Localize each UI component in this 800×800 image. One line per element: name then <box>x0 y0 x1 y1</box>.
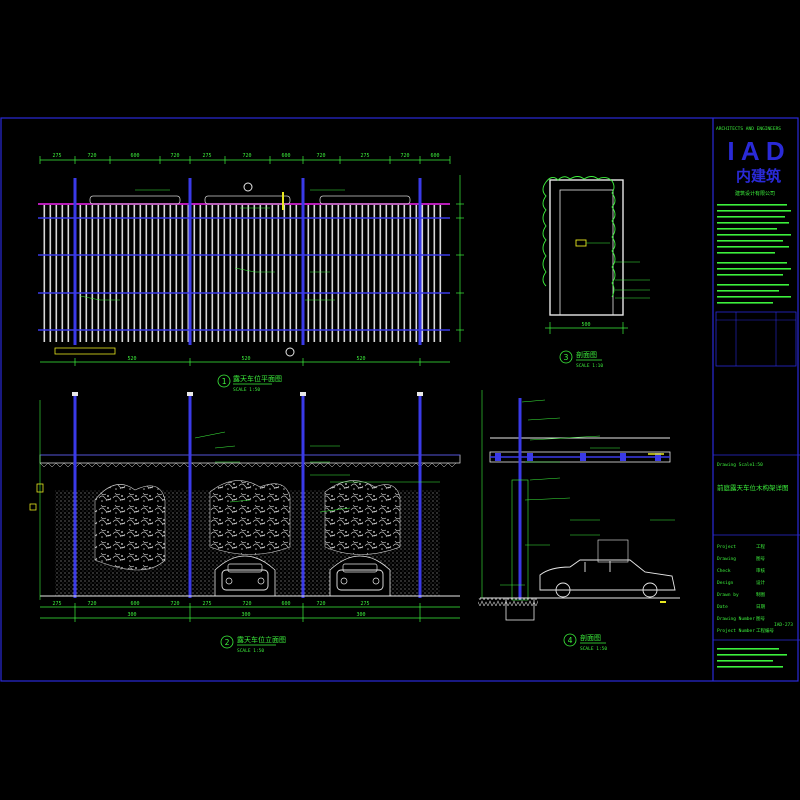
front-total-2: 300 <box>241 612 250 618</box>
front-number-circle <box>220 635 234 649</box>
sheet-number: IAD-273 <box>774 622 793 628</box>
front-total-1: 300 <box>127 612 136 618</box>
plan-view-number: 1 <box>222 377 227 386</box>
drawing-title: 前庭露天车位木构架详图 <box>717 483 789 492</box>
field-label-7: Project Number <box>717 628 755 634</box>
plan-view-number-circle <box>217 374 231 388</box>
front-dim-9: 275 <box>360 601 369 607</box>
section4-number-circle <box>563 633 577 647</box>
section3-dim: 500 <box>581 322 590 328</box>
field-value-4: 制图 <box>756 591 765 598</box>
front-car-left <box>214 555 276 597</box>
section4-number: 4 <box>568 636 573 645</box>
field-value-5: 日期 <box>756 604 765 610</box>
plan-posts <box>73 178 422 345</box>
field-value-6: 图号 <box>756 616 765 622</box>
section3-number: 3 <box>564 353 569 362</box>
plan-top-dimension-ticks <box>39 156 451 164</box>
field-label-0: Project <box>717 544 736 550</box>
field-label-3: Design <box>717 580 734 586</box>
front-dim-8: 720 <box>316 601 325 607</box>
plan-dim-10: 720 <box>400 153 409 159</box>
firm-logo: I A D <box>727 136 784 166</box>
front-number: 2 <box>225 638 230 647</box>
front-dim-7: 600 <box>281 601 290 607</box>
field-value-1: 图号 <box>756 556 765 562</box>
field-value-0: 工程 <box>756 543 765 550</box>
front-total-3: 300 <box>356 612 365 618</box>
section3-scale: SCALE 1:10 <box>576 363 603 369</box>
field-value-2: 审核 <box>756 567 765 574</box>
plan-view-scale: SCALE 1:50 <box>233 387 260 393</box>
section4-title: 剖面图 <box>580 633 601 642</box>
title-fields: Project 工程 Drawing 图号 Check 审核 Design 设计 Dra… <box>717 543 774 634</box>
plan-bottom-dim-1: 520 <box>127 356 136 362</box>
plan-dim-9: 275 <box>360 153 369 159</box>
plan-dim-5: 275 <box>202 153 211 159</box>
front-scale: SCALE 1:50 <box>237 648 264 654</box>
plan-dim-6: 720 <box>242 153 251 159</box>
front-dim-6: 720 <box>242 601 251 607</box>
plan-dim-4: 720 <box>170 153 179 159</box>
plan-bottom-dim-2: 520 <box>241 356 250 362</box>
field-label-4: Drawn by <box>717 592 739 598</box>
firm-chinese-name: 建筑设计有限公司 <box>735 190 775 197</box>
plan-dim-2: 720 <box>87 153 96 159</box>
scale-label: Drawing Scale <box>717 462 753 468</box>
field-label-5: Date <box>717 604 728 610</box>
front-dim-2: 720 <box>87 601 96 607</box>
sheet-border <box>0 117 799 682</box>
field-label-2: Check <box>717 568 731 574</box>
field-label-6: Drawing Number <box>717 616 755 622</box>
plan-slat-field <box>40 205 445 342</box>
section4-view: 4 剖面图 SCALE 1:50 <box>478 390 680 652</box>
plan-bottom-dim-3: 520 <box>356 356 365 362</box>
section3-ivy-outline <box>542 176 616 298</box>
front-title: 露天车位立面图 <box>237 635 286 644</box>
plan-dim-3: 600 <box>130 153 139 159</box>
front-dim-5: 275 <box>202 601 211 607</box>
scale-value: 1:50 <box>752 462 763 468</box>
front-posts <box>73 395 422 598</box>
front-dim-4: 720 <box>170 601 179 607</box>
plan-view-title: 露天车位平面图 <box>233 374 282 383</box>
front-dim-3: 600 <box>130 601 139 607</box>
plan-view: 275 720 600 720 275 720 600 720 275 720 … <box>38 153 464 393</box>
field-label-1: Drawing <box>717 556 736 562</box>
section3-view: 500 3 剖面图 SCALE 1:10 <box>542 176 650 369</box>
front-elevation-view: 275 720 600 720 275 720 600 720 275 300 … <box>29 392 461 654</box>
field-value-3: 设计 <box>756 579 765 586</box>
firm-logo-cn: 内建筑 <box>736 167 781 185</box>
firm-english-name: ARCHITECTS AND ENGINEERS <box>716 126 781 132</box>
front-dim-1: 275 <box>52 601 61 607</box>
plan-dim-7: 600 <box>281 153 290 159</box>
plan-dim-1: 275 <box>52 153 61 159</box>
section3-number-circle <box>559 350 573 364</box>
section4-car <box>539 559 676 598</box>
plan-dim-11: 600 <box>430 153 439 159</box>
title-block: ARCHITECTS AND ENGINEERS I A D 内建筑 建筑设计有… <box>712 118 800 681</box>
field-value-7: 工程编号 <box>756 627 774 634</box>
front-car-right <box>329 555 391 597</box>
plan-top-dims: 275 720 600 720 275 720 600 720 275 720 … <box>52 153 439 159</box>
section4-scale: SCALE 1:50 <box>580 646 607 652</box>
plan-section-marker <box>243 182 253 192</box>
section3-title: 剖面图 <box>576 350 597 359</box>
plan-dim-8: 720 <box>316 153 325 159</box>
